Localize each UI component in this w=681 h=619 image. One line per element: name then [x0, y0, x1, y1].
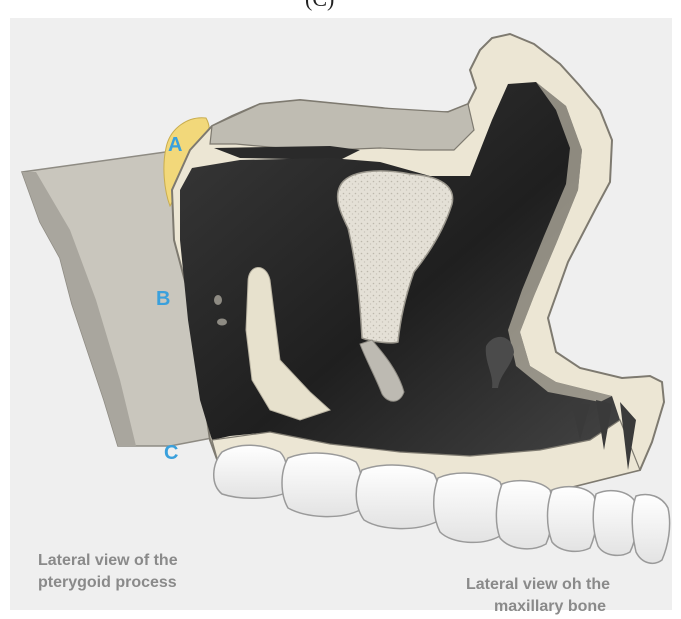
tooth-6: [548, 487, 597, 552]
tooth-4: [434, 473, 506, 542]
tooth-1: [214, 445, 288, 498]
maxilla-caption-line1: Lateral view oh the: [466, 574, 610, 596]
label-a: A: [168, 134, 182, 157]
figure-header: (C): [305, 0, 334, 12]
tooth-2: [282, 453, 362, 517]
tooth-3: [356, 465, 439, 529]
pterygoid-caption-line1: Lateral view of the: [38, 550, 178, 572]
label-b: B: [156, 288, 170, 311]
tooth-7: [593, 491, 637, 556]
foramen-upper: [214, 295, 222, 305]
pterygoid-caption-line2: pterygoid process: [38, 572, 178, 594]
tooth-8: [632, 495, 669, 564]
label-c: C: [164, 442, 178, 465]
pterygoid-caption: Lateral view of the pterygoid process: [38, 550, 178, 594]
foramen-lower: [217, 319, 227, 326]
tooth-5: [496, 481, 553, 549]
maxilla-caption-line2: maxillary bone: [466, 596, 610, 618]
maxilla-caption: Lateral view oh the maxillary bone: [466, 574, 610, 618]
